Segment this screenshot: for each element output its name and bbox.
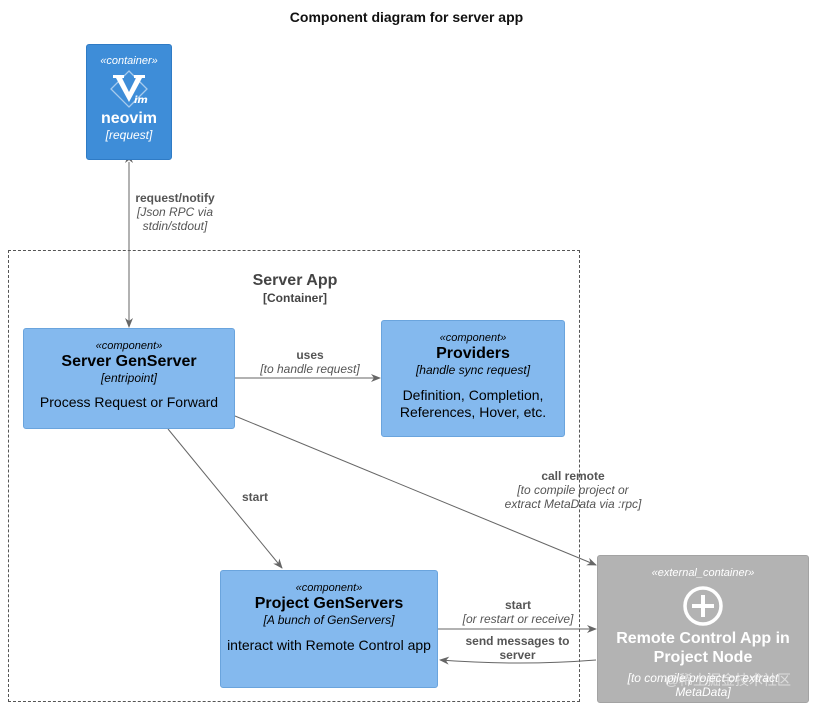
node-tech: [handle sync request]: [415, 363, 531, 377]
edge-label: uses: [296, 348, 324, 362]
plus-circle-icon: [682, 585, 724, 627]
node-description: Process Request or Forward: [39, 394, 219, 410]
server-app-boundary: [8, 250, 580, 702]
label-server-project: start: [225, 490, 285, 504]
vim-logo-icon: im: [109, 70, 149, 108]
label-server-remote: call remote [to compile project or extra…: [503, 469, 643, 511]
node-name: Remote Control App in Project Node: [616, 630, 790, 666]
node-stereotype: «component»: [95, 340, 163, 352]
edge-remote-project: [439, 656, 597, 665]
node-neovim[interactable]: «container» im neovim [request]: [86, 44, 172, 160]
node-name: Server GenServer: [61, 353, 197, 370]
edge-tech: [to compile project or extract MetaData …: [504, 483, 642, 511]
svg-text:im: im: [134, 95, 148, 106]
node-description: Definition, Completion, References, Hove…: [399, 387, 547, 420]
label-project-remote: start [or restart or receive]: [452, 598, 584, 626]
diagram-title: Component diagram for server app: [289, 9, 524, 25]
node-stereotype: «container»: [100, 55, 158, 67]
node-tech: [request]: [105, 128, 153, 142]
edge-server-project: [167, 428, 283, 569]
node-name: neovim: [100, 110, 157, 127]
label-server-providers: uses [to handle request]: [245, 348, 375, 376]
node-stereotype: «external_container»: [651, 567, 755, 579]
node-stereotype: «component»: [295, 582, 363, 594]
boundary-type: [Container]: [263, 291, 327, 305]
node-name: Providers: [436, 345, 510, 362]
label-remote-project: send messages to server: [455, 634, 580, 662]
watermark: @稀土掘金技术社区: [664, 672, 791, 688]
edge-tech: [Json RPC via stdin/stdout]: [136, 205, 214, 233]
node-server-genserver[interactable]: «component» Server GenServer [entripoint…: [23, 328, 235, 429]
edge-label: send messages to server: [465, 634, 570, 662]
node-stereotype: «component»: [439, 332, 507, 344]
edge-label: call remote: [541, 469, 605, 483]
edge-label: start: [241, 490, 268, 504]
node-tech: [to compile project or extract MetaData]: [627, 671, 779, 699]
node-tech: [A bunch of GenServers]: [263, 613, 395, 627]
node-project-genservers[interactable]: «component» Project GenServers [A bunch …: [220, 570, 438, 688]
node-providers[interactable]: «component» Providers [handle sync reque…: [381, 320, 565, 437]
node-description: interact with Remote Control app: [227, 637, 431, 653]
edge-label: start: [504, 598, 531, 612]
edge-tech: [or restart or receive]: [462, 612, 574, 626]
node-remote-control[interactable]: «external_container» Remote Control App …: [597, 555, 809, 703]
node-name: Project GenServers: [254, 595, 404, 612]
boundary-title: Server App: [252, 272, 338, 289]
edge-tech: [to handle request]: [260, 362, 360, 376]
edge-server-remote: [234, 415, 597, 566]
edge-label: request/notify: [135, 191, 215, 205]
node-tech: [entripoint]: [100, 371, 158, 385]
label-neovim-server: request/notify [Json RPC via stdin/stdou…: [110, 191, 240, 233]
